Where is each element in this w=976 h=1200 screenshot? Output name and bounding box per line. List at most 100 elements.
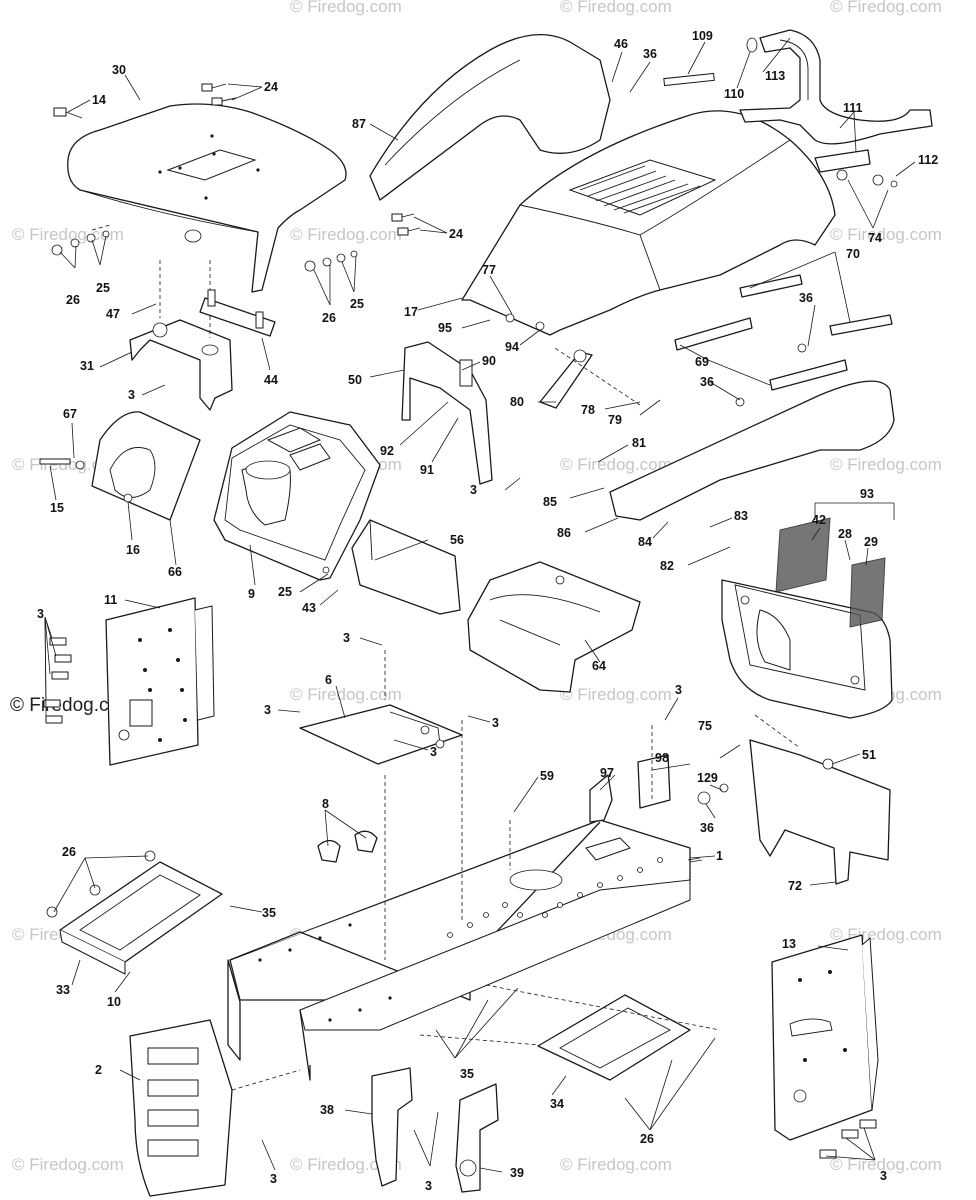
callout-11: 11: [104, 593, 117, 607]
callout-26: 26: [640, 1132, 654, 1146]
watermark: © Firedog.com: [290, 1155, 402, 1174]
callout-3: 3: [264, 703, 271, 717]
callout-50: 50: [348, 373, 362, 387]
hood-link-70: [674, 274, 893, 407]
steering-arm-80: [505, 313, 593, 409]
callout-15: 15: [50, 501, 64, 515]
callout-56: 56: [450, 533, 464, 547]
hood-17: [461, 110, 836, 336]
watermark: © Firedog.com: [560, 455, 672, 474]
callout-38: 38: [320, 1103, 334, 1117]
rear-bracket-72: [749, 739, 891, 885]
callout-25: 25: [350, 297, 364, 311]
callout-113: 113: [765, 69, 785, 83]
callout-79: 79: [608, 413, 622, 427]
callout-81: 81: [632, 436, 646, 450]
callout-51: 51: [862, 748, 876, 762]
callout-3: 3: [128, 388, 135, 402]
watermark: © Firedog.com: [560, 0, 672, 16]
callout-43: 43: [302, 601, 316, 615]
callout-109: 109: [692, 29, 713, 43]
callout-26: 26: [66, 293, 80, 307]
watermark: © Firedog.com: [290, 685, 402, 704]
hood-vents: [579, 165, 701, 214]
callout-9: 9: [248, 587, 255, 601]
callout-67: 67: [63, 407, 77, 421]
callout-36: 36: [700, 821, 714, 835]
footrest-33: [46, 850, 223, 975]
watermark: © Firedog.com: [830, 455, 942, 474]
mount-bracket-56: [351, 519, 461, 615]
callout-3: 3: [430, 745, 437, 759]
dash-cover-30: [67, 103, 347, 293]
callout-36: 36: [643, 47, 657, 61]
callout-26: 26: [62, 845, 76, 859]
front-bumper-28: [721, 579, 893, 719]
callout-30: 30: [112, 63, 126, 77]
callout-70: 70: [846, 247, 860, 261]
watermark: © Firedog.com: [560, 1155, 672, 1174]
callout-93: 93: [860, 487, 874, 501]
side-panel-11: [43, 597, 215, 766]
callout-82: 82: [660, 559, 674, 573]
watermark: © Firedog.com: [290, 0, 402, 16]
callout-112: 112: [918, 153, 938, 167]
callout-26: 26: [322, 311, 336, 325]
callout-leaders: [44, 37, 916, 1173]
callout-94: 94: [505, 340, 519, 354]
callout-25: 25: [278, 585, 292, 599]
fastener-group: [51, 83, 421, 272]
callout-84: 84: [638, 535, 652, 549]
callout-87: 87: [352, 117, 366, 131]
callout-3: 3: [470, 483, 477, 497]
front-panel-hood-lower-86: [609, 380, 895, 521]
hood-side-panel-87: [369, 34, 611, 201]
callout-36: 36: [799, 291, 813, 305]
callout-29: 29: [864, 535, 878, 549]
callout-3: 3: [343, 631, 350, 645]
callout-39: 39: [510, 1166, 524, 1180]
bracket-31: [129, 260, 233, 411]
callout-10: 10: [107, 995, 121, 1009]
callout-3: 3: [37, 607, 44, 621]
callout-91: 91: [420, 463, 434, 477]
callout-35: 35: [460, 1067, 474, 1081]
pivot-bracket-111: [814, 149, 898, 188]
callout-83: 83: [734, 509, 748, 523]
callout-16: 16: [126, 543, 140, 557]
callout-3: 3: [270, 1172, 277, 1186]
bracket-38: [371, 1067, 413, 1187]
callout-129: 129: [697, 771, 718, 785]
steering-support-50: [401, 341, 493, 485]
callout-69: 69: [695, 355, 709, 369]
callout-92: 92: [380, 444, 394, 458]
watermark: © Firedog.com: [830, 0, 942, 16]
callout-90: 90: [482, 354, 496, 368]
callout-47: 47: [106, 307, 120, 321]
callout-3: 3: [880, 1169, 887, 1183]
plate-44: [199, 289, 276, 337]
callout-8: 8: [322, 797, 329, 811]
callout-110: 110: [724, 87, 744, 101]
callout-59: 59: [540, 769, 554, 783]
callout-44: 44: [264, 373, 278, 387]
callout-34: 34: [550, 1097, 564, 1111]
watermark: © Firedog.com: [560, 685, 672, 704]
alignment-lines: [91, 224, 801, 1046]
callout-86: 86: [557, 526, 571, 540]
bracket-39: [455, 1083, 499, 1193]
callout-85: 85: [543, 495, 557, 509]
callout-6: 6: [325, 673, 332, 687]
callout-labels: 30 14 24 24 25 26 25 26 47 31 44 3 67 15…: [37, 29, 938, 1193]
callout-42: 42: [812, 513, 826, 527]
callout-77: 77: [482, 263, 496, 277]
callout-64: 64: [592, 659, 606, 673]
callout-36: 36: [700, 375, 714, 389]
callout-78: 78: [581, 403, 595, 417]
handle-bar-113: [663, 29, 933, 145]
callout-2: 2: [95, 1063, 102, 1077]
callout-35: 35: [262, 906, 276, 920]
footrest-34: [537, 994, 691, 1081]
watermark: © Firedog.com: [12, 1155, 124, 1174]
grille-screen-42: [775, 517, 831, 593]
